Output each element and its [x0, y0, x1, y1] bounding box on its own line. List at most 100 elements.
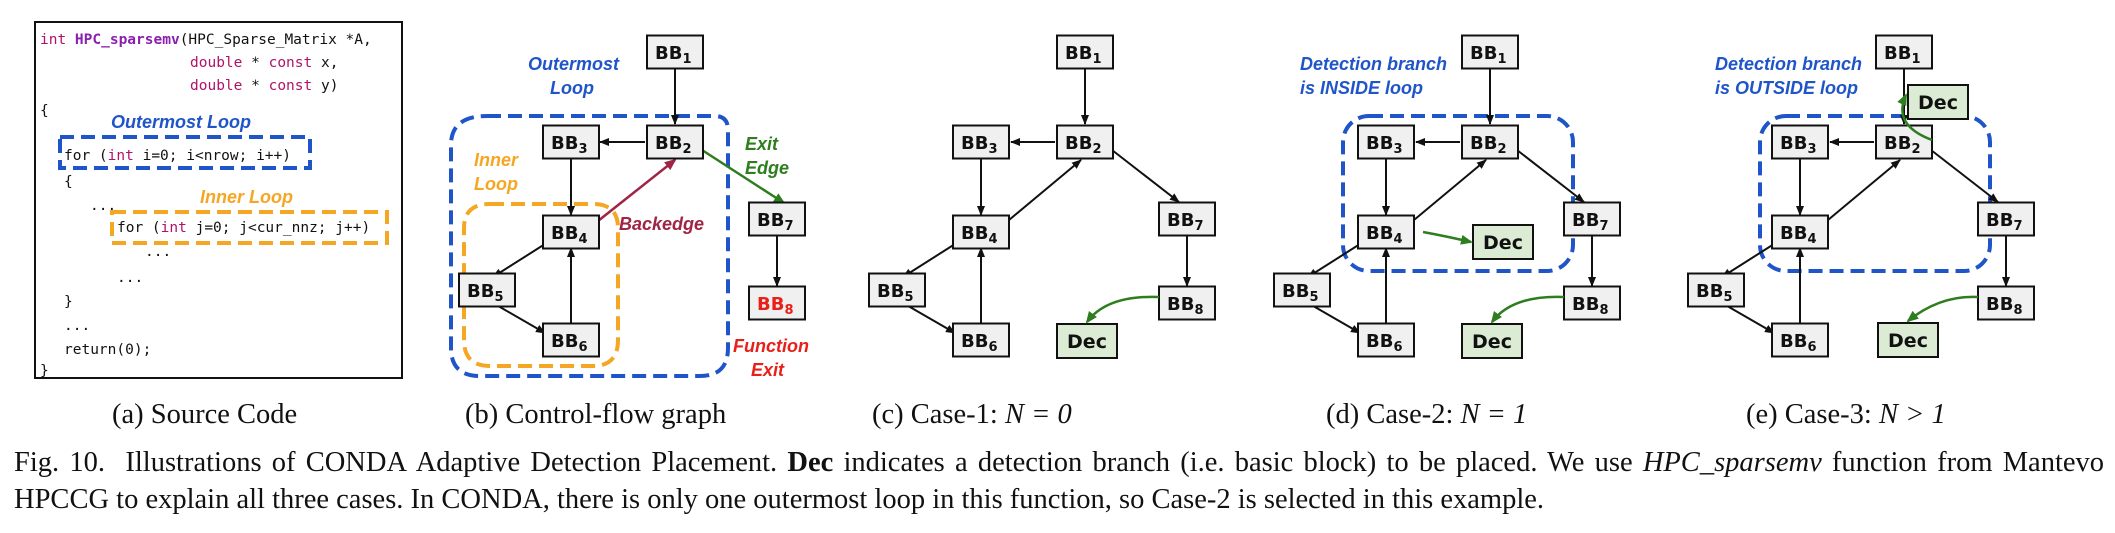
cfg-edge	[1721, 302, 1775, 334]
cfg-blocks: BB1BB2BB3BB4BB5BB6BB7BB8BB1BB2BB3BB4BB5B…	[458, 34, 2035, 359]
bb1-label: BB1	[1470, 43, 1507, 67]
cfg-edge	[1111, 149, 1180, 203]
bb7-label: BB7	[1986, 210, 2023, 234]
bb2-label: BB2	[1065, 133, 1102, 157]
bb5-block: BB5	[1687, 272, 1745, 308]
case-3-label-2: is OUTSIDE loop	[1715, 78, 1858, 98]
bb1-block: BB1	[1875, 34, 1933, 70]
dec-block: Dec	[1907, 84, 1969, 120]
caption-dec: Dec	[787, 447, 834, 478]
dec-label: Dec	[1918, 92, 1958, 114]
cfg-exit-edge-label-2: Edge	[745, 158, 789, 178]
dec-block: Dec	[1472, 224, 1534, 260]
bb5-label: BB5	[1696, 281, 1733, 305]
case-3-label-1: Detection branch	[1715, 54, 1862, 74]
bb3-label: BB3	[1780, 133, 1817, 157]
code-line: for (int j=0; j<cur_nnz; j++)	[117, 220, 370, 236]
inner-loop-label: Inner Loop	[200, 187, 293, 207]
cfg-outermost-label-1: Outermost	[528, 54, 620, 74]
bb8-label: BB8	[1572, 294, 1609, 318]
code-line: int HPC_sparsemv(HPC_Sparse_Matrix *A,	[40, 32, 372, 48]
inner-loop-box	[110, 210, 389, 245]
case-2-label-2: is INSIDE loop	[1300, 78, 1423, 98]
code-line: ...	[145, 244, 171, 260]
bb7-block: BB7	[748, 201, 806, 237]
bb6-label: BB6	[961, 331, 998, 355]
bb3-block: BB3	[1771, 124, 1829, 160]
bb7-block: BB7	[1977, 201, 2035, 237]
bb6-block: BB6	[952, 322, 1010, 358]
caption-fig-number: Fig. 10.	[14, 447, 105, 478]
source-code-lines: int HPC_sparsemv(HPC_Sparse_Matrix *A, do…	[40, 32, 372, 379]
bb1-label: BB1	[1065, 43, 1102, 67]
cfg-edge	[902, 243, 956, 278]
code-line: .	[80, 125, 89, 141]
bb4-label: BB4	[1780, 223, 1817, 247]
bb1-block: BB1	[1056, 34, 1114, 70]
cfg-outermost-loop-region	[449, 114, 730, 378]
bb4-label: BB4	[961, 223, 998, 247]
caption-conda-1: CONDA	[305, 447, 408, 478]
caption-function-name: HPC_sparsemv	[1642, 447, 1822, 478]
cfg-edge	[1307, 302, 1361, 334]
bb3-label: BB3	[961, 133, 998, 157]
outermost-loop-box	[58, 135, 312, 170]
caption-text-1: Illustrations of	[125, 447, 296, 478]
cfg-panel: Outermost Loop Inner Loop Exit Edge Back…	[449, 54, 809, 380]
bb5-block: BB5	[1273, 272, 1331, 308]
bb8-block: BB8	[1977, 285, 2035, 321]
cfg-edge	[1930, 149, 1999, 203]
case-2-loop-region	[1341, 114, 1575, 273]
subcaption-b: (b) Control-flow graph	[465, 399, 726, 430]
subcaption-c: (c) Case-1: N = 0	[872, 399, 1072, 430]
bb6-label: BB6	[551, 331, 588, 355]
bb5-label: BB5	[1282, 281, 1319, 305]
cfg-edge	[1721, 243, 1775, 278]
code-line: ...	[117, 270, 143, 286]
bb1-label: BB1	[1884, 43, 1921, 67]
bb4-block: BB4	[1357, 214, 1415, 250]
cfg-edge	[1413, 159, 1487, 221]
dec-edge	[1897, 93, 1933, 142]
bb3-block: BB3	[952, 124, 1010, 160]
cfg-inner-label-2: Loop	[474, 174, 518, 194]
code-line: ...	[90, 198, 116, 214]
code-line: for (int i=0; i<nrow; i++)	[64, 148, 291, 164]
case-3-panel: Detection branch is OUTSIDE loop	[1715, 54, 1992, 273]
dec-edge	[1490, 295, 1565, 324]
dec-edge	[1906, 295, 1979, 323]
dec-label: Dec	[1888, 330, 1928, 352]
bb6-label: BB6	[1780, 331, 1817, 355]
bb2-label: BB2	[1470, 133, 1507, 157]
bb8-label: BB8	[1986, 294, 2023, 318]
bb3-label: BB3	[1366, 133, 1403, 157]
bb6-block: BB6	[1357, 322, 1415, 358]
bb5-label: BB5	[467, 281, 504, 305]
caption-text-4: function from Mantevo HPCCG to explain a…	[14, 447, 2105, 515]
subcaption-a: (a) Source Code	[112, 399, 297, 430]
bb7-label: BB7	[1572, 210, 1609, 234]
cfg-function-exit-label-2: Exit	[751, 360, 785, 380]
caption-text-2: Adaptive Detection Placement.	[415, 447, 778, 478]
bb1-block: BB1	[1461, 34, 1519, 70]
bb1-block: BB1	[646, 34, 704, 70]
bb1-label: BB1	[655, 43, 692, 67]
bb7-block: BB7	[1158, 201, 1216, 237]
dec-edge	[1422, 230, 1473, 245]
caption-text-3: indicates a detection branch (i.e. basic…	[843, 447, 1633, 478]
code-line: double * const y)	[190, 78, 338, 94]
subcaption-e: (e) Case-3: N > 1	[1746, 399, 1946, 430]
outermost-loop-label: Outermost Loop	[111, 112, 251, 132]
bb6-label: BB6	[1366, 331, 1403, 355]
bb4-label: BB4	[551, 223, 588, 247]
bb5-label: BB5	[877, 281, 914, 305]
cfg-backedge-label: Backedge	[619, 214, 704, 234]
cfg-inner-loop-region	[462, 202, 620, 368]
code-line: }	[64, 294, 73, 310]
bb6-block: BB6	[542, 322, 600, 358]
cfg-edge	[1516, 149, 1585, 203]
bb8-block: BB8	[1158, 285, 1216, 321]
case-2-label-1: Detection branch	[1300, 54, 1447, 74]
case-3-loop-region	[1758, 114, 1992, 273]
